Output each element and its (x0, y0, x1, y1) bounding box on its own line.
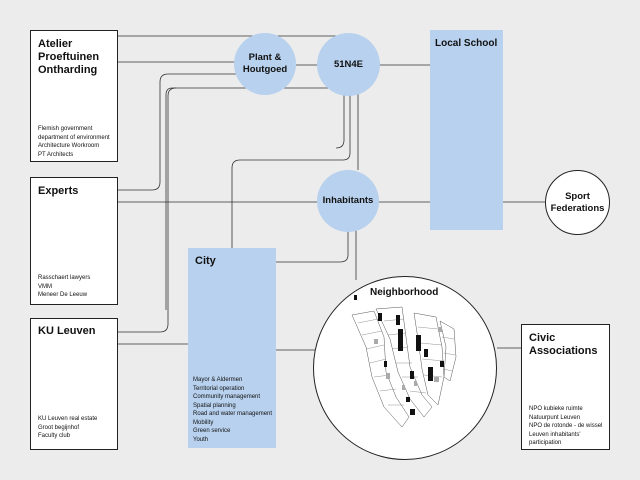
ku-leuven-box: KU Leuven KU Leuven real estate Groot be… (30, 318, 118, 450)
sport-federations-label: Sport Federations (550, 190, 605, 214)
neighborhood-node: Neighborhood (313, 276, 497, 460)
experts-detail: VMM (38, 283, 52, 290)
neighborhood-map (351, 295, 457, 428)
civic-associations-title: Civic Associations (529, 332, 598, 357)
sport-federations-node: Sport Federations (545, 170, 610, 235)
plant-houtgoed-label: Plant & Houtgoed (242, 52, 288, 75)
link-inhabitants-city (276, 230, 349, 263)
ku-leuven-detail: Faculty club (38, 433, 71, 439)
link-ku-51n4e (118, 87, 177, 333)
civic-detail: NPO kubieke ruimte (529, 406, 583, 412)
atelier-detail: PT Architects (38, 151, 74, 158)
neighborhood-title: Neighborhood (370, 287, 439, 298)
city-detail: Territorial operation (193, 385, 245, 392)
experts-detail: Meneer De Leeuw (38, 292, 88, 298)
civic-associations-details: NPO kubieke ruimte Natuurpunt Leuven NPO… (529, 405, 613, 448)
atelier-details: Flemish government department of environ… (38, 125, 118, 159)
city-detail: Mayor & Aldermen (193, 377, 243, 383)
atelier-title: Atelier Proeftuinen Ontharding (38, 38, 100, 76)
city-detail: Green service (193, 428, 231, 434)
inhabitants-node: Inhabitants (317, 170, 379, 232)
civic-detail: participation (529, 440, 562, 446)
civic-detail: NPO de rotonde - de wissel (529, 423, 603, 429)
atelier-detail: department of environment (38, 134, 110, 141)
civic-detail: Leuven inhabitants' (529, 431, 581, 438)
experts-detail: Rasschaert lawyers (38, 275, 91, 281)
civic-associations-box: Civic Associations NPO kubieke ruimte Na… (521, 324, 610, 450)
ku-leuven-detail: KU Leuven real estate (38, 416, 98, 422)
link-city-51n4e (231, 93, 351, 248)
city-detail: Community management (193, 394, 261, 400)
plant-houtgoed-node: Plant & Houtgoed (234, 33, 296, 95)
civic-detail: Natuurpunt Leuven (529, 414, 581, 421)
link-experts-plant (118, 73, 250, 191)
atelier-box: Atelier Proeftuinen Ontharding Flemish g… (30, 30, 118, 162)
city-detail: Spatial planning (193, 402, 236, 409)
link-51n4e-down (335, 92, 345, 149)
city-title: City (195, 255, 216, 267)
experts-details: Rasschaert lawyers VMM Meneer De Leeuw (38, 274, 118, 300)
ku-leuven-detail: Groot begijnhof (38, 424, 80, 431)
inhabitants-label: Inhabitants (322, 195, 374, 206)
n51n4e-node: 51N4E (317, 33, 380, 96)
local-school-title: Local School (435, 38, 498, 49)
city-details: Mayor & Aldermen Territorial operation C… (193, 376, 277, 444)
local-school-box: Local School (430, 30, 503, 230)
atelier-detail: Architecture Workroom (38, 143, 100, 149)
n51n4e-label: 51N4E (333, 58, 364, 70)
ku-leuven-title: KU Leuven (38, 325, 96, 337)
experts-title: Experts (38, 185, 79, 197)
city-detail: Youth (193, 436, 209, 443)
experts-box: Experts Rasschaert lawyers VMM Meneer De… (30, 177, 118, 305)
city-box: City Mayor & Aldermen Territorial operat… (188, 248, 276, 448)
city-detail: Mobility (193, 419, 214, 426)
ku-leuven-details: KU Leuven real estate Groot begijnhof Fa… (38, 415, 118, 441)
city-detail: Road and water management (193, 411, 273, 417)
atelier-detail: Flemish government (38, 126, 93, 132)
